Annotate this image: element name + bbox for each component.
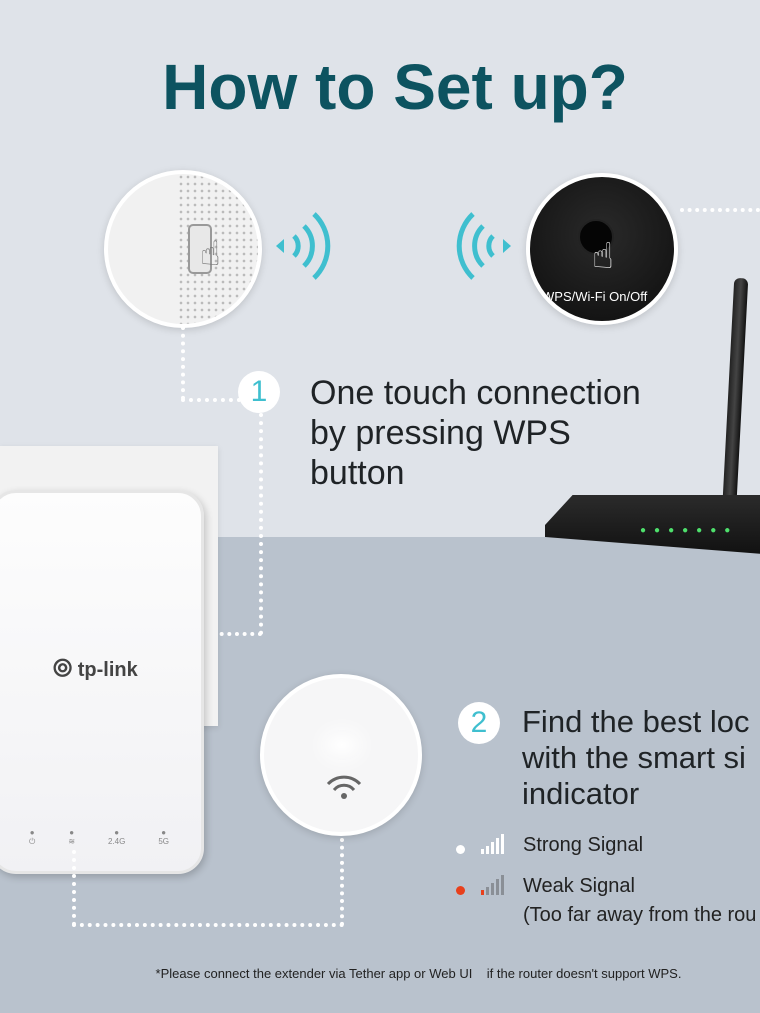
connector-line bbox=[340, 838, 344, 926]
wifi-waves-right-icon bbox=[276, 212, 331, 280]
connector-line bbox=[212, 632, 262, 636]
connector-line bbox=[72, 850, 76, 926]
hand-icon: ☝ bbox=[200, 235, 221, 273]
page-title: How to Set up? bbox=[162, 51, 628, 123]
power-led: ●⏻ bbox=[29, 828, 36, 846]
footnote: *Please connect the extender via Tether … bbox=[155, 966, 682, 981]
router-antenna bbox=[721, 277, 749, 519]
connector-line bbox=[181, 398, 241, 402]
connector-line bbox=[680, 208, 760, 212]
connector-line bbox=[72, 923, 344, 927]
wifi-icon bbox=[326, 775, 362, 799]
signal-weak-icon bbox=[481, 875, 504, 895]
step-1-number: 1 bbox=[238, 371, 280, 413]
step-1-line: by pressing WPS bbox=[310, 414, 571, 452]
extender-wps-closeup: ☝ bbox=[104, 170, 262, 328]
weak-signal-label: Weak Signal bbox=[523, 875, 635, 897]
step-1-text: One touch connection by pressing WPS but… bbox=[310, 373, 641, 493]
step-2-line: Find the best loc bbox=[522, 704, 750, 739]
strong-dot bbox=[456, 845, 465, 854]
step-2-line: with the smart si bbox=[522, 740, 746, 775]
router-button-label: WPS/Wi-Fi On/Off bbox=[542, 289, 648, 304]
step-2-line: indicator bbox=[522, 776, 640, 811]
signal-led: ●≋ bbox=[68, 828, 76, 846]
tp-link-logo: ⦾ tp-link bbox=[53, 655, 138, 682]
connector-line bbox=[259, 413, 263, 635]
connector-line bbox=[181, 326, 185, 400]
weak-signal-note: (Too far away from the rou bbox=[523, 904, 757, 926]
step-1-line: button bbox=[310, 454, 405, 492]
strong-signal-label: Strong Signal bbox=[523, 834, 644, 856]
step-2-text: Find the best loc with the smart si indi… bbox=[522, 704, 749, 812]
range-extender: ⦾ tp-link ●⏻ ●≋ ●2.4G ●5G bbox=[0, 490, 204, 874]
signal-strong-icon bbox=[481, 834, 504, 854]
step-1-line: One touch connection bbox=[310, 374, 641, 412]
5g-led: ●5G bbox=[158, 828, 169, 846]
step-2-number: 2 bbox=[458, 702, 500, 744]
2g-led: ●2.4G bbox=[108, 828, 126, 846]
signal-led-closeup bbox=[260, 674, 422, 836]
router-wps-closeup: ☝ WPS/Wi-Fi On/Off bbox=[526, 173, 678, 325]
wifi-waves-left-icon bbox=[456, 212, 511, 280]
hand-icon: ☝ bbox=[592, 235, 614, 276]
weak-dot bbox=[456, 886, 465, 895]
